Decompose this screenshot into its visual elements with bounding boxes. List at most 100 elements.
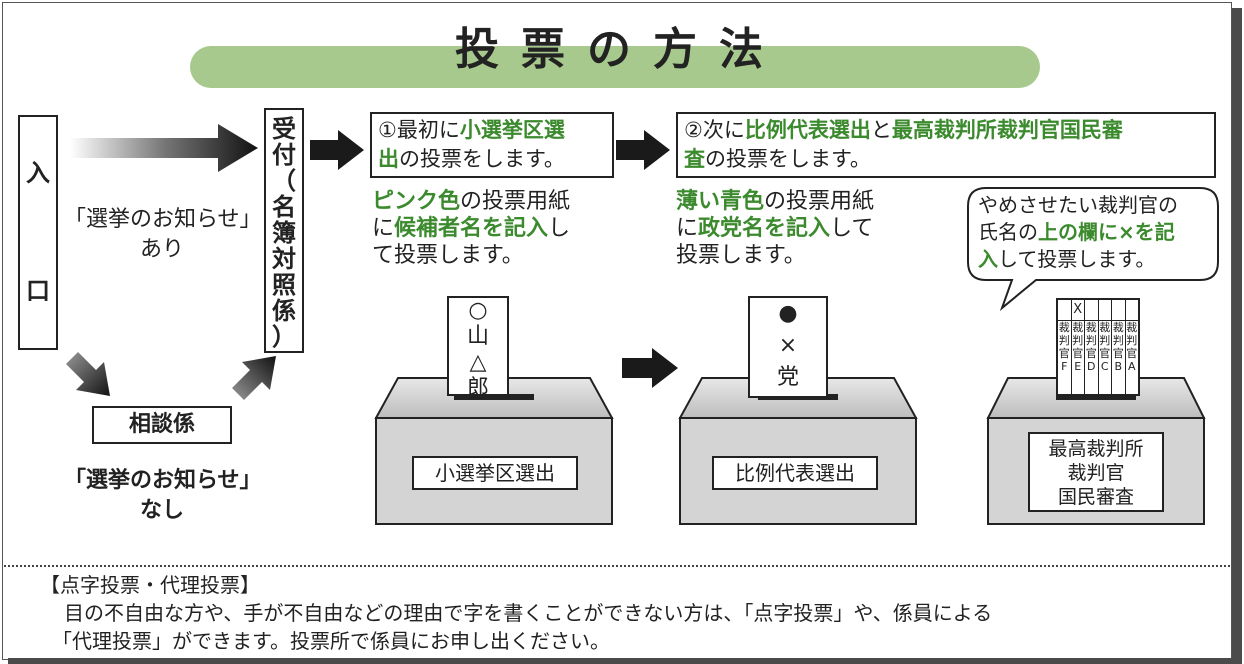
box3-label-line: 国民審査 (1057, 486, 1134, 508)
notice-yes-line1: 「選挙のお知らせ」 (64, 207, 262, 232)
step1-text: ①最初に (378, 118, 460, 142)
step2-box: ②次に比例代表選出と最高裁判所裁判官国民審 査の投票をします。 (676, 112, 1216, 178)
desc2-highlight: 薄い青色 (676, 189, 765, 214)
ballot1-char: 郎 (466, 376, 489, 401)
judge-name-char: 裁 (1085, 321, 1097, 334)
footer-line-1: 目の不自由な方や、手が不自由などの理由で字を書くことができない方は、「点字投票」… (64, 601, 993, 625)
step1-highlight: 出 (378, 147, 399, 171)
reception-char: 受 (272, 115, 296, 143)
desc1-text: し (548, 216, 571, 241)
judge-mark-cell (1058, 300, 1071, 321)
box1-label-text: 小選挙区選出 (435, 461, 555, 485)
judge-name-char: F (1061, 360, 1068, 373)
judge-name-char: 判 (1112, 334, 1124, 347)
frame-shadow-right (1232, 8, 1242, 660)
footer-heading: 【点字投票・代理投票】 (40, 573, 260, 597)
judge-name-char: 裁 (1099, 321, 1111, 334)
reception-box: 受 付 （ 名 簿 対 照 係 ） (264, 108, 304, 353)
ballot2-char: ● (778, 301, 798, 326)
box3-label-line: 最高裁判所 (1048, 438, 1144, 460)
consult-box: 相談係 (92, 406, 232, 444)
arrow-step1-to-step2 (616, 130, 670, 170)
reception-char: 名 (272, 193, 296, 221)
judge-name-char: D (1087, 360, 1096, 373)
judge-name-char: 裁 (1126, 321, 1138, 334)
entrance-char: 入 (26, 159, 50, 187)
arrow-box1-to-box2 (622, 348, 678, 388)
desc1: ピンク色の投票用紙 に候補者名を記入し て投票します。 (372, 188, 612, 269)
judge-name-char: 判 (1058, 334, 1070, 347)
step2-highlight: 最高裁判所裁判官国民審 (891, 118, 1123, 142)
entrance-box: 入 口 (18, 115, 58, 350)
desc1-highlight: ピンク色 (372, 189, 461, 214)
title-bar (190, 46, 1040, 88)
judge-name-char: 官 (1126, 347, 1138, 360)
judge-name-char: 官 (1112, 347, 1124, 360)
step2-highlight: 査 (684, 147, 705, 171)
step2-text: ②次に (684, 118, 745, 142)
notice-no-line1: 「選挙のお知らせ」 (64, 468, 262, 493)
footer-line-2: 「代理投票」ができます。投票所で係員にお申し出ください。 (52, 629, 610, 653)
judge-name-char: 官 (1058, 347, 1070, 360)
reception-char: 対 (272, 245, 296, 273)
judge-mark-cell (1112, 300, 1125, 321)
judge-name-char: 判 (1085, 334, 1097, 347)
judge-name-char: 判 (1126, 334, 1138, 347)
speech-bubble-text: やめさせたい裁判官の 氏名の上の欄に×を記 入して投票します。 (978, 192, 1214, 273)
ballot1-char: △ (469, 350, 487, 375)
reception-char: 係 (272, 297, 296, 325)
ballot-box-2 (678, 377, 918, 525)
bubble-text: 氏名の (978, 220, 1038, 244)
judge-name-char: 判 (1099, 334, 1111, 347)
arrow-reception-to-step1 (310, 130, 364, 170)
ballot-box-2-label: 比例代表選出 (712, 456, 878, 490)
step2-text: と (870, 118, 892, 142)
footer-divider (4, 565, 1230, 567)
judge-mark-cell (1098, 300, 1111, 321)
reception-char: 付 (272, 141, 296, 169)
reception-char: 簿 (272, 219, 296, 247)
ballot-box-3-label: 最高裁判所 裁判官 国民審査 (1028, 432, 1164, 512)
judge-name-char: 官 (1072, 347, 1084, 360)
judge-name-char: E (1074, 360, 1082, 373)
outer-frame (2, 2, 1232, 660)
judge-name-char: 官 (1085, 347, 1097, 360)
step1-text: の投票をします。 (399, 147, 565, 171)
desc2-text: して (830, 216, 874, 241)
desc2: 薄い青色の投票用紙 に政党名を記入して 投票します。 (676, 188, 916, 269)
notice-no: 「選挙のお知らせ」 なし (64, 466, 262, 526)
judge-name-char: 判 (1072, 334, 1084, 347)
judge-name-char: 裁 (1058, 321, 1070, 334)
desc2-highlight: 政党名を記入 (698, 216, 831, 241)
ballot-box-1-label: 小選挙区選出 (412, 456, 578, 490)
step2-highlight: 比例代表選出 (744, 118, 871, 142)
reception-char: 照 (272, 271, 296, 299)
ballot2-char: 党 (776, 365, 799, 390)
arrow-entrance-to-consult (66, 352, 110, 396)
box3-label-line: 裁判官 (1067, 462, 1125, 484)
reception-char: （ (272, 167, 296, 195)
desc2-text: 投票します。 (676, 243, 806, 268)
ballot-paper-1: ○ 山 △ 郎 (447, 296, 509, 401)
entrance-char: 口 (26, 277, 50, 305)
judge-name-char: 裁 (1072, 321, 1084, 334)
notice-no-line2: なし (139, 498, 184, 523)
judge-mark-cell (1085, 300, 1098, 321)
arrow-entrance-to-reception (70, 124, 258, 172)
judge-name-char: A (1127, 360, 1136, 373)
reception-char: ） (272, 323, 296, 351)
desc2-text: の投票用紙 (764, 189, 875, 214)
arrow-consult-to-reception (232, 356, 276, 400)
desc1-text: の投票用紙 (460, 189, 571, 214)
judge-name-char: C (1100, 360, 1109, 373)
judge-name-char: 裁 (1112, 321, 1124, 334)
desc1-text: て投票します。 (372, 243, 524, 268)
bubble-text: やめさせたい裁判官の (978, 193, 1178, 217)
judge-name-char: 官 (1099, 347, 1111, 360)
judge-mark-cell (1125, 300, 1138, 321)
